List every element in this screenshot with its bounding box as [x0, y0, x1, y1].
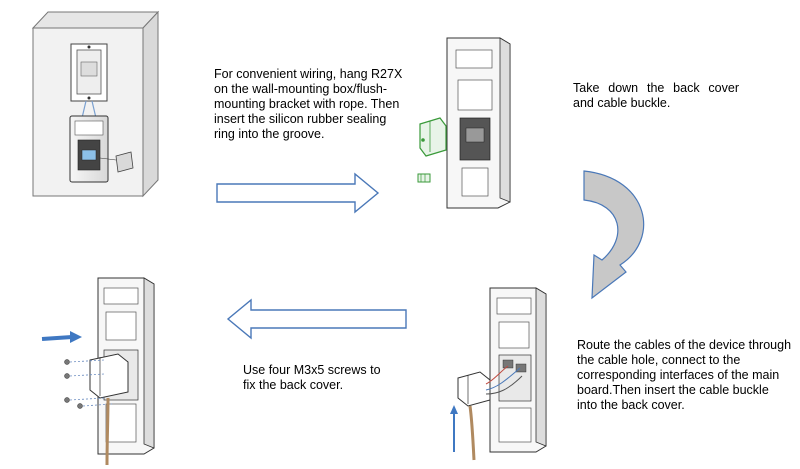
step-1-illustration [31, 10, 160, 198]
back-cover-part [419, 117, 447, 157]
cables [468, 365, 523, 461]
push-arrow [41, 331, 82, 343]
screw [64, 359, 105, 365]
screw [64, 397, 105, 403]
step-3-illustration [450, 287, 547, 461]
curved-arrow-down [583, 170, 645, 300]
sealing-ring [115, 151, 134, 173]
push-up-arrow [450, 405, 458, 452]
step-3-instruction: Route the cables of the device through t… [577, 338, 792, 412]
wall-mounting-box [70, 43, 108, 102]
wall [31, 10, 160, 198]
cable-buckle-part [417, 173, 431, 183]
device-body [446, 37, 511, 209]
back-cover [89, 353, 129, 399]
cable [105, 397, 110, 466]
hanging-rope [81, 100, 97, 119]
arrow-right [216, 172, 380, 214]
screw [64, 373, 105, 379]
step-4-instruction: Use four M3x5 screws to fix the back cov… [243, 363, 381, 392]
step-2-illustration [417, 37, 511, 209]
step-1-instruction: For convenient wiring, hang R27X on the … [214, 67, 403, 141]
cable-buckle [457, 371, 491, 407]
step-2-instruction: Take down the back cover and cable buckl… [573, 81, 739, 110]
arrow-left [226, 298, 407, 340]
m3x5-screws [64, 359, 113, 409]
device-back-panel [69, 115, 109, 183]
step-4-illustration [41, 277, 155, 466]
